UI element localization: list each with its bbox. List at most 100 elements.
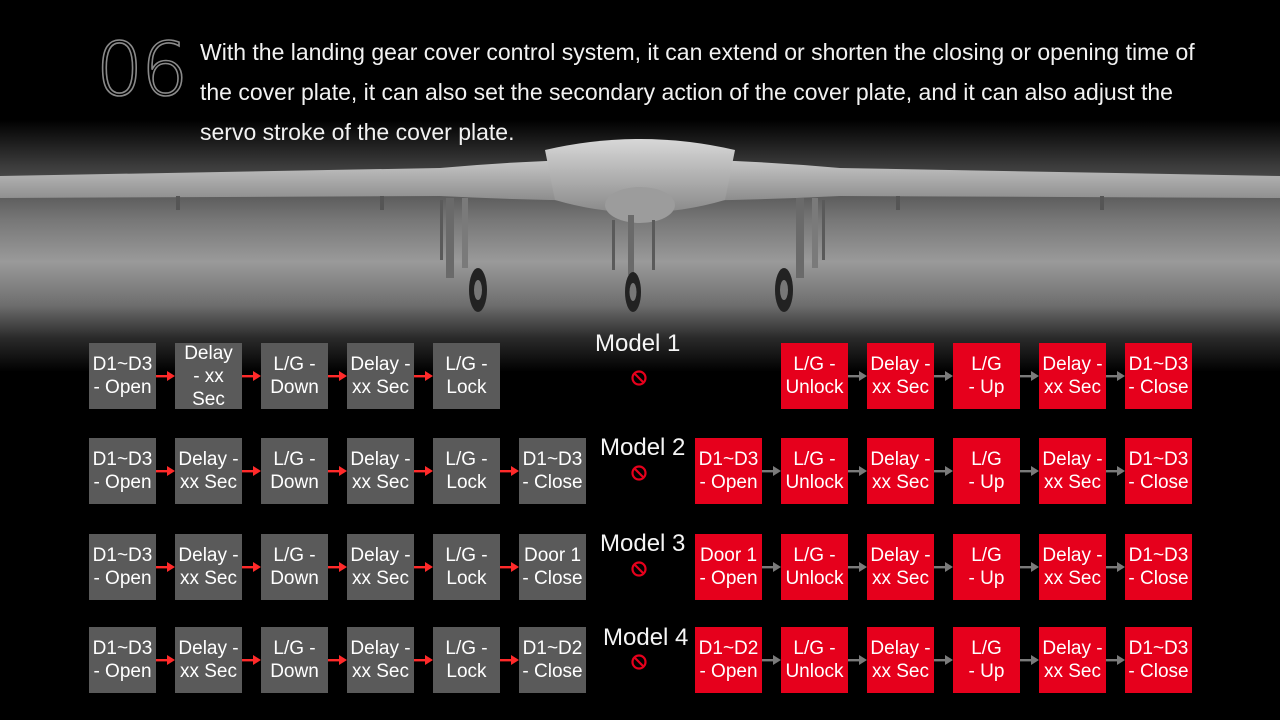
flow-step-box: Delay - xx Sec <box>867 627 934 693</box>
flow-arrow-icon <box>1106 562 1125 572</box>
flow-step-box: D1~D2 - Open <box>695 627 762 693</box>
flow-arrow-icon <box>848 655 867 665</box>
flow-step-box: Delay - xx Sec <box>1039 343 1106 409</box>
flow-step-box: Delay - xx Sec <box>867 534 934 600</box>
flow-arrow-icon <box>934 562 953 572</box>
flow-step-box: Delay - xx Sec <box>347 627 414 693</box>
flow-step-box: D1~D3 - Close <box>1125 343 1192 409</box>
flow-arrow-icon <box>500 655 519 665</box>
flow-step-box: Delay - xx Sec <box>175 627 242 693</box>
flow-step-box: D1~D3 - Close <box>1125 627 1192 693</box>
flow-arrow-icon <box>934 371 953 381</box>
nose-gear <box>612 215 655 312</box>
flow-arrow-icon <box>328 371 347 381</box>
flow-step-box: L/G - Up <box>953 627 1020 693</box>
flow-arrow-icon <box>762 466 781 476</box>
flow-arrow-icon <box>414 562 433 572</box>
flow-step-box: L/G - Up <box>953 438 1020 504</box>
flow-step-box: L/G - Lock <box>433 343 500 409</box>
flow-arrow-icon <box>1106 655 1125 665</box>
flow-arrow-icon <box>242 466 261 476</box>
flow-step-box: Delay - xx Sec <box>347 534 414 600</box>
flow-step-box: Delay - xx Sec <box>175 343 242 410</box>
flow-step-box: Delay - xx Sec <box>1039 627 1106 693</box>
flow-step-box: D1~D3 - Close <box>1125 438 1192 504</box>
flow-step-box: Delay - xx Sec <box>175 438 242 504</box>
flow-arrow-icon <box>848 562 867 572</box>
flow-arrow-icon <box>328 655 347 665</box>
flow-arrow-icon <box>1106 466 1125 476</box>
model-label: Model 3 <box>600 530 686 557</box>
flow-step-box: Door 1 - Close <box>519 534 586 600</box>
aircraft-nose <box>605 187 675 223</box>
flow-step-box: L/G - Lock <box>433 534 500 600</box>
flow-step-box: L/G - Lock <box>433 627 500 693</box>
flow-arrow-icon <box>328 562 347 572</box>
flow-arrow-icon <box>414 466 433 476</box>
flow-step-box: D1~D3 - Open <box>89 438 156 504</box>
flow-step-box: Delay - xx Sec <box>867 343 934 409</box>
flow-step-box: Delay - xx Sec <box>867 438 934 504</box>
flow-arrow-icon <box>414 371 433 381</box>
flow-step-box: D1~D3 - Close <box>1125 534 1192 600</box>
description-text: With the landing gear cover control syst… <box>200 39 1195 145</box>
flow-arrow-icon <box>1020 655 1039 665</box>
flow-arrow-icon <box>242 655 261 665</box>
flow-arrow-icon <box>328 466 347 476</box>
flow-arrow-icon <box>762 562 781 572</box>
flow-arrow-icon <box>848 371 867 381</box>
model-label: Model 2 <box>600 434 686 461</box>
flow-arrow-icon <box>500 562 519 572</box>
flow-arrow-icon <box>414 655 433 665</box>
flow-step-box: D1~D3 - Open <box>89 343 156 409</box>
left-main-gear <box>440 198 487 312</box>
flow-arrow-icon <box>1020 562 1039 572</box>
aircraft-illustration <box>0 139 1280 312</box>
flow-arrow-icon <box>156 655 175 665</box>
flow-step-box: L/G - Up <box>953 343 1020 409</box>
prohibited-icon <box>631 370 647 386</box>
flow-step-box: L/G - Unlock <box>781 438 848 504</box>
prohibited-icon <box>631 654 647 670</box>
flow-arrow-icon <box>500 466 519 476</box>
flow-step-box: D1~D2 - Close <box>519 627 586 693</box>
flow-step-box: Delay - xx Sec <box>1039 534 1106 600</box>
flow-arrow-icon <box>1020 371 1039 381</box>
flow-step-box: Delay - xx Sec <box>1039 438 1106 504</box>
flow-step-box: Delay - xx Sec <box>347 343 414 409</box>
flow-step-box: Delay - xx Sec <box>175 534 242 600</box>
flow-arrow-icon <box>156 562 175 572</box>
flow-step-box: Delay - xx Sec <box>347 438 414 504</box>
model-label: Model 1 <box>595 330 681 357</box>
flow-arrow-icon <box>848 466 867 476</box>
aircraft-fuselage <box>545 139 735 213</box>
flow-step-box: L/G - Unlock <box>781 534 848 600</box>
flow-arrow-icon <box>242 562 261 572</box>
step-number: 06 <box>95 27 189 113</box>
prohibited-icon <box>631 561 647 577</box>
flow-step-box: L/G - Unlock <box>781 627 848 693</box>
model-label: Model 4 <box>603 624 689 651</box>
flow-step-box: D1~D3 - Open <box>89 534 156 600</box>
flow-arrow-icon <box>934 466 953 476</box>
flow-step-box: L/G - Up <box>953 534 1020 600</box>
flow-arrow-icon <box>934 655 953 665</box>
flow-step-box: L/G - Down <box>261 534 328 600</box>
flow-step-box: Door 1 - Open <box>695 534 762 600</box>
flow-arrow-icon <box>156 371 175 381</box>
flow-step-box: D1~D3 - Close <box>519 438 586 504</box>
flow-arrow-icon <box>156 466 175 476</box>
flow-step-box: D1~D3 - Open <box>695 438 762 504</box>
flow-step-box: L/G - Unlock <box>781 343 848 409</box>
flow-arrow-icon <box>242 371 261 381</box>
flow-arrow-icon <box>1106 371 1125 381</box>
flow-arrow-icon <box>1020 466 1039 476</box>
flow-step-box: L/G - Down <box>261 343 328 409</box>
flow-step-box: L/G - Lock <box>433 438 500 504</box>
flow-step-box: L/G - Down <box>261 627 328 693</box>
flow-arrow-icon <box>762 655 781 665</box>
prohibited-icon <box>631 465 647 481</box>
flow-step-box: D1~D3 - Open <box>89 627 156 693</box>
right-main-gear <box>775 198 825 312</box>
flow-step-box: L/G - Down <box>261 438 328 504</box>
